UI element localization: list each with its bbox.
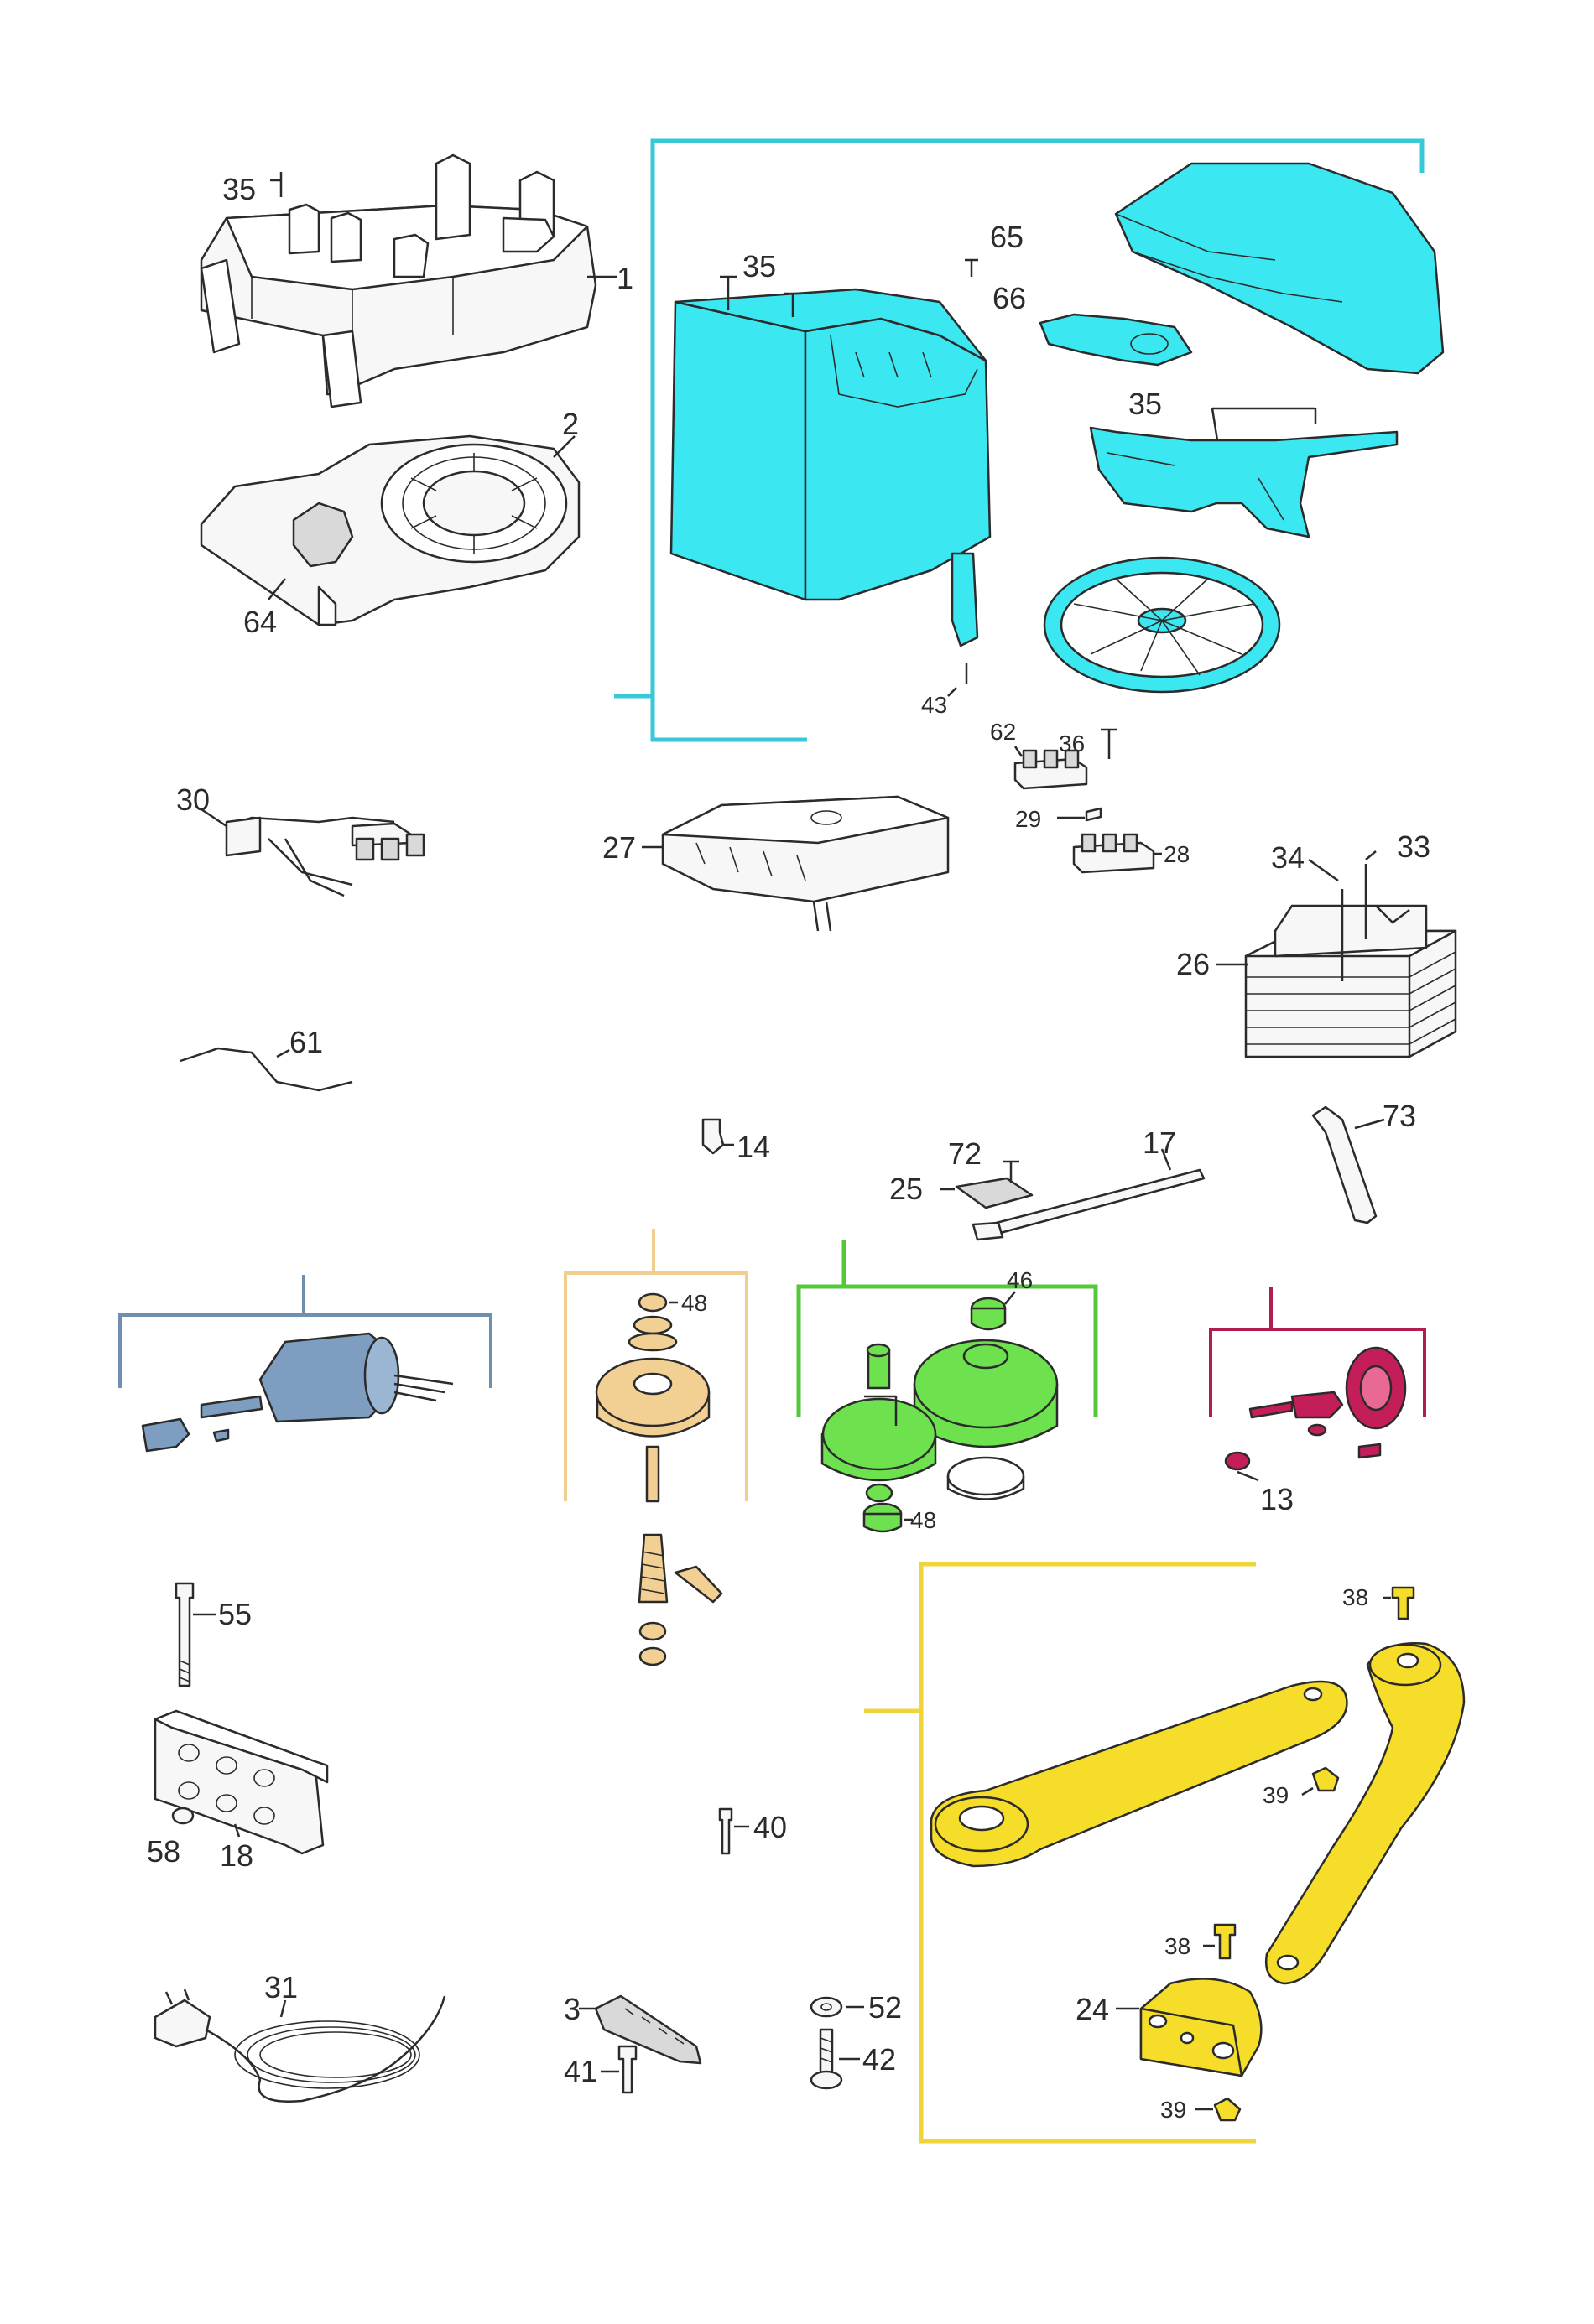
part-label-25: 25 bbox=[889, 1172, 923, 1206]
part-label-14: 14 bbox=[737, 1130, 770, 1164]
top-cover-part bbox=[1114, 162, 1445, 375]
nut-58-part bbox=[171, 1807, 195, 1825]
clip-39-upper-part bbox=[1301, 1766, 1340, 1796]
part-label-52: 52 bbox=[868, 1990, 902, 2025]
part-label-66: 66 bbox=[992, 281, 1026, 315]
screw-40-part bbox=[718, 1807, 749, 1855]
part-label-39-upper: 39 bbox=[1263, 1782, 1289, 1808]
cover-latch-part bbox=[947, 552, 979, 697]
pin-38-upper-part bbox=[1383, 1586, 1415, 1620]
part-label-27: 27 bbox=[602, 830, 636, 865]
control-board-part bbox=[642, 795, 950, 932]
part-label-46: 46 bbox=[1007, 1267, 1033, 1293]
crimson-group-bracket bbox=[1209, 1287, 1426, 1417]
part-label-29: 29 bbox=[1015, 806, 1041, 832]
encoder-assembly-part bbox=[1224, 1346, 1407, 1482]
part-label-34: 34 bbox=[1271, 840, 1305, 875]
release-key-73-part bbox=[1311, 1105, 1385, 1224]
part-label-28: 28 bbox=[1164, 841, 1190, 867]
transformer-part bbox=[1216, 850, 1457, 1058]
terminal-block-62-part bbox=[1013, 746, 1088, 790]
straight-arm-part bbox=[930, 1680, 1348, 1868]
part-label-13: 13 bbox=[1260, 1482, 1294, 1516]
part-label-48-green: 48 bbox=[910, 1507, 936, 1533]
curved-arm-part bbox=[1264, 1642, 1466, 1985]
part-label-73: 73 bbox=[1383, 1099, 1416, 1133]
shaft-17-part bbox=[972, 1148, 1206, 1241]
part-label-38-upper: 38 bbox=[1342, 1584, 1368, 1610]
part-label-35-cover: 35 bbox=[742, 249, 776, 283]
gearbox-housing-part bbox=[200, 153, 617, 408]
bolt-42-part bbox=[810, 2028, 860, 2090]
part-label-38-lower: 38 bbox=[1164, 1933, 1190, 1959]
part-label-33: 33 bbox=[1397, 829, 1430, 864]
part-label-31: 31 bbox=[264, 1970, 298, 2004]
tan-group-bracket bbox=[564, 1229, 748, 1501]
arm-bracket-24-part bbox=[1116, 1978, 1263, 2077]
washer-52-part bbox=[810, 1996, 864, 2018]
cover-housing-part bbox=[669, 288, 992, 601]
part-label-36: 36 bbox=[1059, 730, 1085, 756]
screw-41-part bbox=[601, 2045, 638, 2094]
plate-25-part bbox=[940, 1160, 1034, 1209]
part-label-61: 61 bbox=[289, 1025, 323, 1059]
part-label-17: 17 bbox=[1143, 1126, 1176, 1160]
base-plate-part bbox=[200, 434, 581, 626]
terminal-block-28-part bbox=[1072, 833, 1162, 874]
motor-part bbox=[141, 1332, 454, 1453]
gear-shaft-assembly-part bbox=[595, 1292, 723, 1666]
part-label-1: 1 bbox=[617, 261, 633, 295]
screw-36 bbox=[1101, 728, 1117, 759]
cover-bracket-part bbox=[1039, 313, 1193, 367]
cam-3-part bbox=[579, 1994, 702, 2065]
part-label-35-shroud: 35 bbox=[1128, 387, 1162, 421]
part-label-58: 58 bbox=[147, 1834, 180, 1869]
part-label-43: 43 bbox=[921, 692, 947, 718]
part-label-64: 64 bbox=[243, 605, 277, 639]
part-label-39-lower: 39 bbox=[1160, 2097, 1186, 2123]
part-label-41: 41 bbox=[564, 2054, 597, 2088]
part-label-55: 55 bbox=[218, 1597, 252, 1631]
mounting-bracket-part bbox=[154, 1709, 329, 1855]
part-label-18: 18 bbox=[220, 1838, 253, 1873]
fuse-29 bbox=[1057, 807, 1102, 822]
fan-guard-part bbox=[1043, 556, 1281, 694]
part-label-24: 24 bbox=[1076, 1992, 1109, 2026]
part-label-3: 3 bbox=[564, 1992, 581, 2026]
part-label-35: 35 bbox=[222, 172, 256, 206]
part-label-48-tan: 48 bbox=[681, 1290, 707, 1316]
part-label-62: 62 bbox=[990, 719, 1016, 745]
power-cord-part bbox=[154, 1989, 446, 2103]
part-label-2: 2 bbox=[562, 407, 579, 441]
wiring-harness-part bbox=[201, 808, 425, 897]
part-label-72: 72 bbox=[948, 1136, 982, 1171]
yellow-group-bracket bbox=[864, 1562, 1256, 2144]
green-group-bracket bbox=[796, 1240, 1098, 1417]
bolt-55-part bbox=[175, 1582, 216, 1687]
clip-39-lower-part bbox=[1196, 2097, 1242, 2122]
part-label-30: 30 bbox=[176, 782, 210, 817]
part-label-26: 26 bbox=[1176, 947, 1210, 981]
inner-shroud-part bbox=[1089, 426, 1399, 538]
part-label-65: 65 bbox=[990, 220, 1024, 254]
gear-set-part bbox=[820, 1291, 1059, 1533]
pin-38-lower-part bbox=[1203, 1923, 1237, 1960]
slate-group-bracket bbox=[118, 1275, 492, 1388]
cable-61-part bbox=[180, 1047, 353, 1092]
part-label-42: 42 bbox=[862, 2042, 896, 2077]
pin-14-part bbox=[701, 1118, 734, 1155]
screw-35-cyan bbox=[720, 258, 1317, 441]
cyan-group-bracket bbox=[614, 138, 1425, 742]
part-label-40: 40 bbox=[753, 1810, 787, 1844]
